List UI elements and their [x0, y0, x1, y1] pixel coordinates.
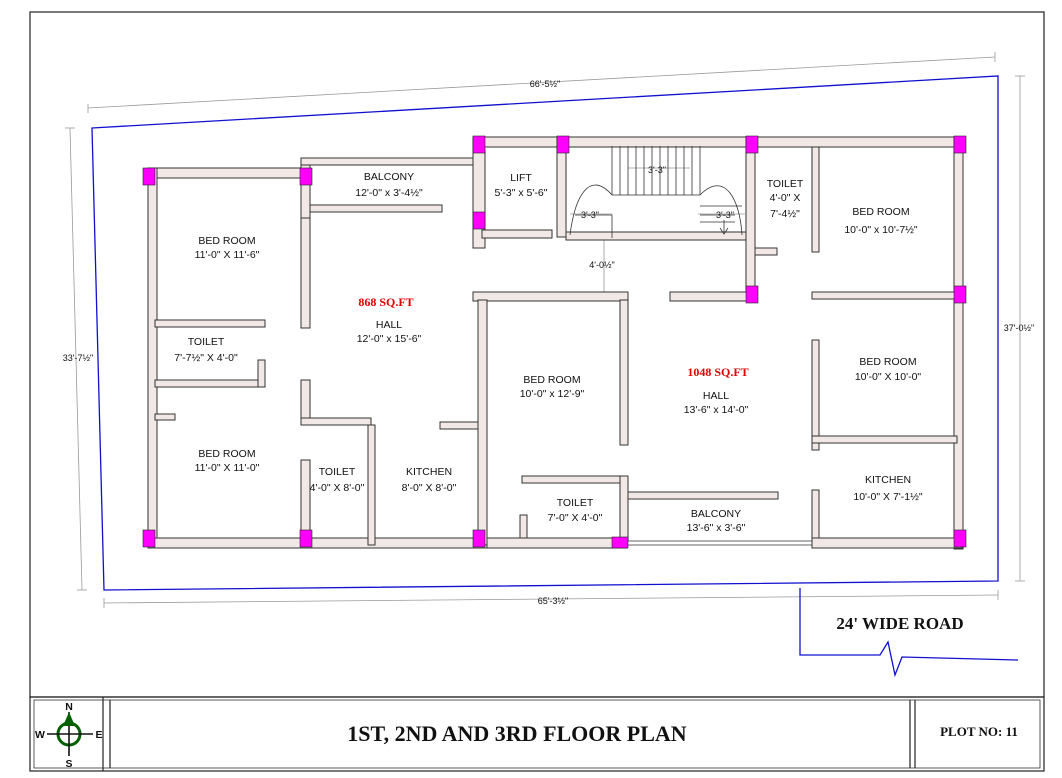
toilet1-dim: 7'-7½" X 4'-0" — [174, 352, 238, 364]
plan-title: 1ST, 2ND AND 3RD FLOOR PLAN — [347, 721, 687, 746]
dim-lobby: 4'-0½" — [589, 260, 614, 270]
title-block-frame — [29, 696, 1045, 772]
staircase — [569, 146, 743, 238]
dim-stair-b: 3'-3" — [581, 210, 599, 220]
balcony1-name: BALCONY — [364, 171, 414, 183]
compass-n: N — [65, 701, 73, 713]
kitchen2-dim: 10'-0" X 7'-1½" — [853, 491, 923, 503]
bed2-dim: 11'-0" X 11'-0" — [195, 462, 260, 474]
compass-e: E — [95, 729, 102, 741]
dimension-lines — [65, 52, 1025, 608]
hall2-name: HALL — [703, 390, 729, 402]
bed4-dim: 10'-0" x 10'-7½" — [844, 224, 918, 236]
toilet4-dim-a: 4'-0" X — [770, 192, 801, 204]
compass-icon: N S E W — [35, 701, 102, 770]
bed5-dim: 10'-0" X 10'-0" — [855, 371, 922, 383]
toilet1-name: TOILET — [188, 336, 225, 348]
compass-w: W — [35, 729, 45, 741]
plot-number: PLOT NO: 11 — [940, 724, 1018, 739]
balcony1-dim: 12'-0" x 3'-4½" — [355, 187, 423, 199]
dim-top: 66'-5½" — [530, 79, 560, 89]
hall1-dim: 12'-0" x 15'-6" — [357, 333, 422, 345]
toilet4-dim-b: 7'-4½" — [770, 208, 800, 220]
plot-boundary — [91, 75, 999, 591]
toilet2-name: TOILET — [319, 466, 356, 478]
kitchen1-dim: 8'-0" X 8'-0" — [402, 482, 457, 494]
dim-stair-a: 3'-3" — [648, 165, 666, 175]
road: 24' WIDE ROAD — [799, 588, 1019, 678]
bed3-name: BED ROOM — [523, 374, 580, 386]
kitchen1-name: KITCHEN — [406, 466, 452, 478]
lift-name: LIFT — [510, 172, 532, 184]
toilet2-dim: 4'-0" X 8'-0" — [310, 482, 365, 494]
balcony2-name: BALCONY — [691, 508, 741, 520]
left-unit-area: 868 SQ.FT — [358, 295, 413, 309]
lift-dim: 5'-3" x 5'-6" — [495, 187, 548, 199]
road-label: 24' WIDE ROAD — [836, 614, 963, 633]
bed4-name: BED ROOM — [852, 206, 909, 218]
bed5-name: BED ROOM — [859, 356, 916, 368]
bed1-dim: 11'-0" X 11'-6" — [195, 249, 260, 261]
dim-right: 37'-0½" — [1004, 323, 1034, 333]
columns — [142, 135, 967, 549]
compass-s: S — [65, 758, 72, 770]
right-unit-area: 1048 SQ.FT — [687, 365, 748, 379]
toilet3-dim: 7'-0" X 4'-0" — [548, 512, 603, 524]
hall2-dim: 13'-6" x 14'-0" — [684, 404, 749, 416]
hall1-name: HALL — [376, 319, 402, 331]
bed3-dim: 10'-0" x 12'-9" — [520, 388, 585, 400]
kitchen2-name: KITCHEN — [865, 474, 911, 486]
bed1-name: BED ROOM — [198, 235, 255, 247]
dim-left: 33'-7½" — [63, 353, 93, 363]
toilet4-name: TOILET — [767, 178, 804, 190]
dim-stair-c: 3'-3" — [716, 210, 734, 220]
balcony2-dim: 13'-6" x 3'-6" — [687, 522, 746, 534]
dim-bottom: 65'-3½" — [538, 596, 568, 606]
toilet3-name: TOILET — [557, 497, 594, 509]
bed2-name: BED ROOM — [198, 448, 255, 460]
walls — [147, 136, 964, 550]
